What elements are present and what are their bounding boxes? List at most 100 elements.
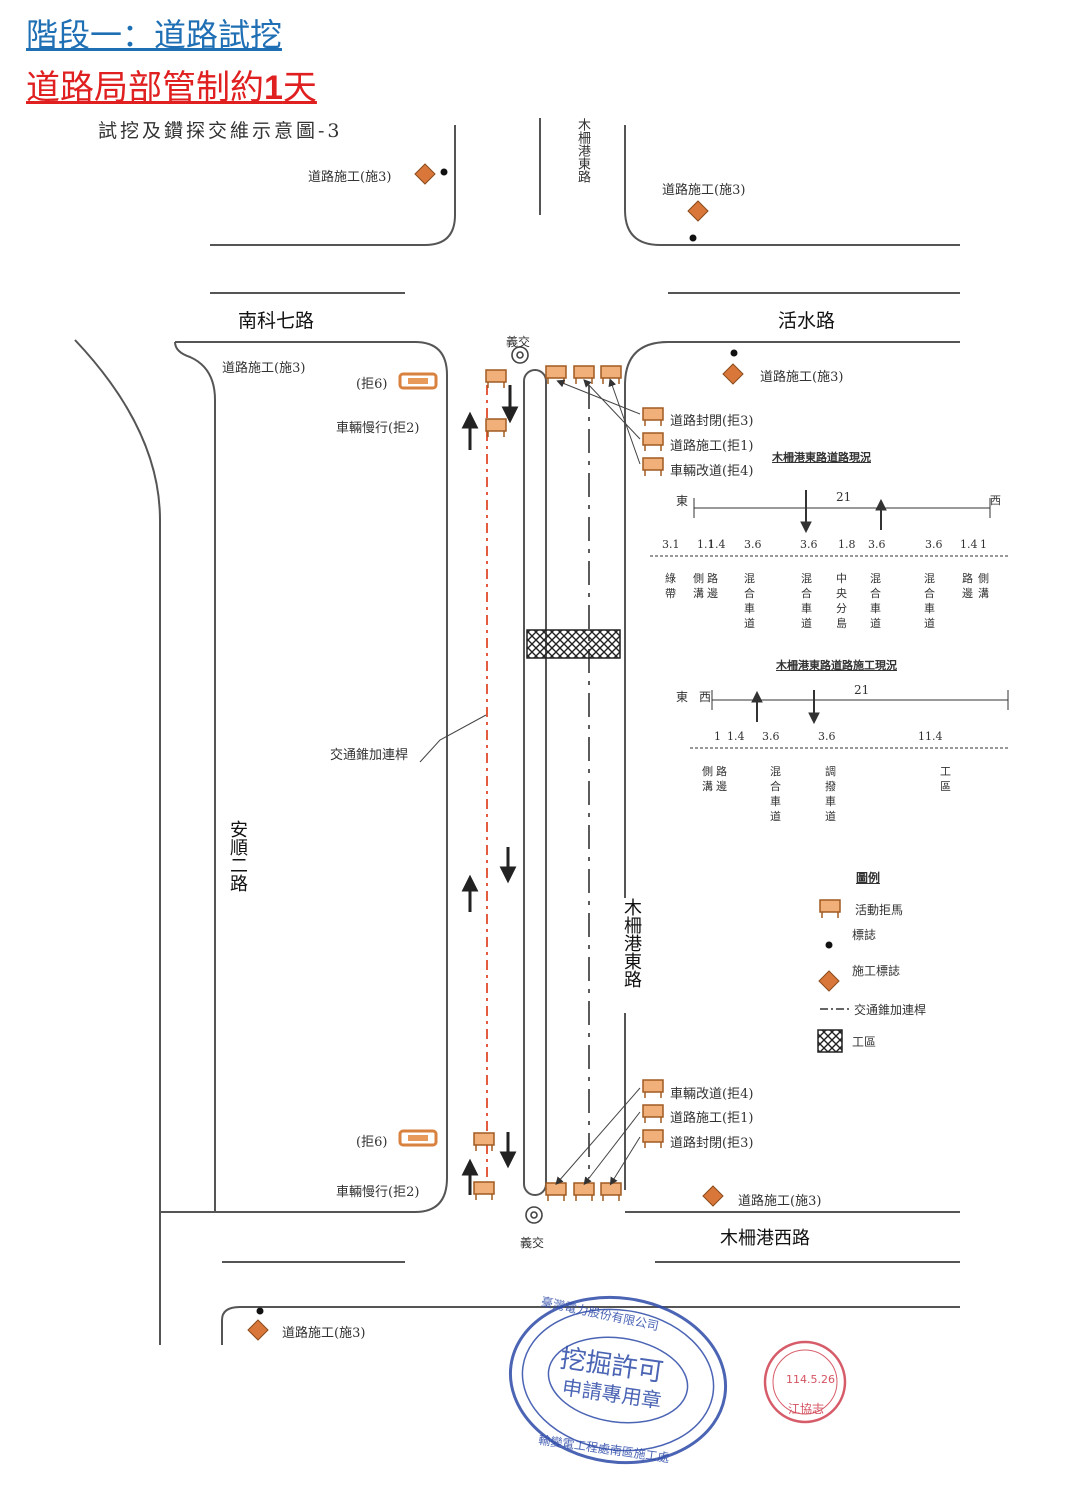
section-west-label: 西 — [699, 690, 712, 704]
sign-label: 道路施工(拒1) — [670, 1111, 754, 1126]
section-total: 21 — [854, 683, 870, 697]
sign-label: 道路施工(施3) — [222, 361, 306, 376]
sign-label: 道路施工(施3) — [282, 1326, 366, 1341]
control-prefix: 道路局部管制約 — [26, 68, 264, 108]
sign-label: 車輛改道(拒4) — [670, 1087, 754, 1102]
barrier-icon — [573, 365, 595, 384]
width-label: 1.1 — [697, 538, 715, 551]
barrier-icon — [473, 1181, 495, 1200]
sign-label: 車輛慢行(拒2) — [336, 421, 420, 436]
width-label: 1.4 — [960, 538, 978, 551]
width-label: 11.4 — [918, 730, 943, 743]
road-label-huoshui: 活水路 — [778, 306, 836, 333]
diamond-sign-icon — [702, 1185, 724, 1207]
sign-label: 道路施工(施3) — [662, 183, 746, 198]
barrier-icon — [819, 899, 841, 918]
diamond-sign-icon — [687, 200, 709, 222]
legend-item: 交通錐加連桿 — [854, 1003, 927, 1017]
barrier-icon — [473, 1132, 495, 1151]
control-days: 1 — [264, 69, 283, 107]
lane-label: 綠帶 — [665, 572, 676, 600]
arrow-board-barriers — [398, 372, 438, 1147]
barrier-icon — [573, 1182, 595, 1201]
section-east-label: 東 — [676, 494, 689, 508]
section-work-title: 木柵港東路道路施工現況 — [776, 659, 897, 672]
traffic-arrows — [461, 385, 519, 1195]
stamp-person: 江協志 — [788, 1402, 825, 1416]
section-work-lines — [690, 690, 1009, 749]
road-label-muzha-east: 木柵港東路 — [616, 898, 646, 1013]
lane-label: 混合車道 — [770, 765, 781, 823]
lane-label: 混合車道 — [870, 572, 881, 630]
section-current-title: 木柵港東路道路現況 — [772, 451, 871, 464]
width-label: 1 — [980, 538, 987, 551]
sign-label: 道路封閉(拒3) — [670, 414, 754, 429]
barrier-icon — [642, 457, 664, 476]
sign-label: (拒6) — [356, 1135, 388, 1150]
sign-label: (拒6) — [356, 377, 388, 392]
page-title: 階段一：道路試挖 — [26, 16, 283, 54]
stamp-date: 114.5.26 — [786, 1373, 835, 1386]
road-label-muzha-east-top: 木柵港東路 — [575, 118, 590, 183]
legend-item: 工區 — [852, 1035, 877, 1049]
sign-label: 道路施工(施3) — [738, 1194, 822, 1209]
intersection-label: 義交 — [506, 335, 531, 349]
sign-label: 道路施工(施3) — [760, 370, 844, 385]
work-zone — [526, 629, 621, 659]
width-label: 3.6 — [762, 730, 780, 743]
width-label: 1 — [714, 730, 721, 743]
lane-label: 混合車道 — [744, 572, 755, 630]
barrier-icon — [485, 418, 507, 437]
sign-label: 車輛慢行(拒2) — [336, 1185, 420, 1200]
barrier-icon — [642, 1079, 664, 1098]
diamond-sign-icon — [818, 970, 840, 992]
intersection-markers — [511, 346, 543, 1224]
road-label-anshun2: 安順二路 — [222, 820, 252, 910]
lane-label: 側溝 — [978, 572, 989, 600]
drawing-title: 試挖及鑽探交維示意圖-3 — [98, 120, 343, 142]
barrier-icon — [600, 365, 622, 384]
barrier-icon — [545, 365, 567, 384]
lane-label: 工區 — [940, 765, 951, 793]
lane-label: 側溝 — [693, 572, 704, 600]
legend-title: 圖例 — [856, 871, 881, 885]
lane-label: 調撥車道 — [825, 765, 836, 823]
road-label-muzha-west: 木柵港西路 — [720, 1224, 810, 1250]
lane-label: 中央分島 — [836, 572, 847, 630]
barrier-icon — [485, 369, 507, 388]
work-signs — [247, 163, 840, 1341]
road-curbs — [74, 118, 960, 1345]
width-label: 3.6 — [818, 730, 836, 743]
section-current-lines — [650, 490, 1008, 557]
cone-link-label: 交通錐加連桿 — [330, 748, 409, 763]
section-west-label: 西 — [990, 494, 1001, 507]
intersection-label: 義交 — [520, 1236, 545, 1250]
control-duration: 道路局部管制約1天 — [26, 60, 317, 109]
lane-label: 混合車道 — [924, 572, 935, 630]
legend-item: 施工標誌 — [852, 964, 901, 978]
barrier-icon — [642, 1129, 664, 1148]
diamond-sign-icon — [414, 163, 436, 185]
width-label: 1.4 — [727, 730, 745, 743]
sign-label: 車輛改道(拒4) — [670, 464, 754, 479]
barrier-icon — [545, 1182, 567, 1201]
sign-posts — [256, 168, 833, 1315]
date-stamp — [763, 1340, 847, 1424]
width-label: 3.1 — [662, 538, 680, 551]
diamond-sign-icon — [247, 1319, 269, 1341]
barrier-icon — [600, 1182, 622, 1201]
section-east-label: 東 — [676, 690, 689, 704]
barrier-icon — [642, 407, 664, 426]
road-label-nanke7: 南科七路 — [238, 306, 315, 333]
section-total: 21 — [836, 490, 852, 504]
control-suffix: 天 — [282, 68, 317, 108]
lane-label: 混合車道 — [801, 572, 812, 630]
legend-item: 標誌 — [852, 928, 877, 942]
sign-label: 道路施工(拒1) — [670, 439, 754, 454]
lane-label: 路邊 — [707, 572, 718, 600]
width-label: 3.6 — [800, 538, 818, 551]
sign-label: 道路封閉(拒3) — [670, 1136, 754, 1151]
leader-lines — [419, 378, 641, 1186]
legend-item: 活動拒馬 — [855, 903, 904, 917]
